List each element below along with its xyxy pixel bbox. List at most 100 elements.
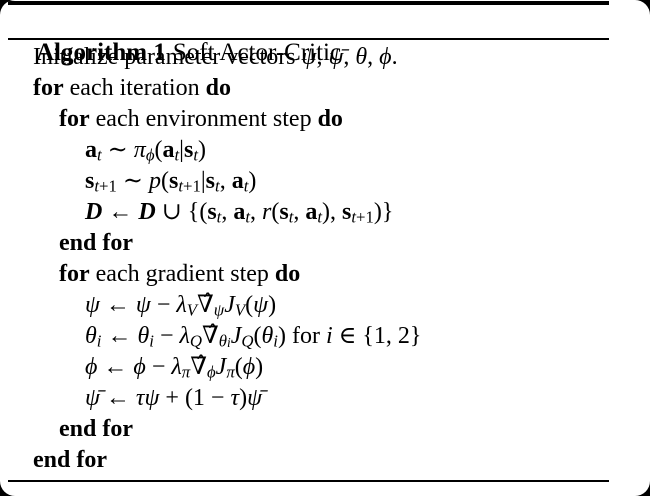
algorithm-token: π — [181, 362, 191, 382]
algorithm-token: s — [279, 199, 289, 225]
algorithm-token: V — [234, 300, 246, 320]
algorithm-token: | — [200, 168, 206, 194]
algorithm-token: ) — [239, 385, 248, 411]
algorithm-token: ( — [271, 199, 280, 225]
algorithm-token: ϕ — [145, 145, 155, 165]
algorithm-token: s — [168, 168, 179, 194]
algorithm-token: each gradient step — [89, 261, 275, 287]
algorithm-token: ∼ — [116, 168, 149, 194]
top-rule — [8, 1, 609, 5]
algorithm-token: t — [215, 176, 220, 196]
algorithm-line-9: ψ ← ψ − λV∇̂ψJV(ψ) — [0, 290, 650, 321]
algorithm-line-3: for each environment step do — [0, 104, 650, 135]
algorithm-token: s — [207, 199, 217, 225]
algorithm-token: ∪ {( — [155, 199, 208, 225]
algorithm-token: θ — [137, 323, 150, 349]
algorithm-token: s — [342, 199, 352, 225]
algorithm-token: t — [317, 207, 323, 227]
algorithm-caption-title: Soft Actor-Critic — [172, 39, 342, 66]
algorithm-token: ) — [268, 292, 277, 318]
algorithm-token: ϕ — [379, 44, 392, 70]
algorithm-token: ← — [102, 199, 139, 225]
algorithm-token: ← — [101, 323, 138, 349]
algorithm-token: λ — [171, 354, 182, 380]
algorithm-token: λ — [176, 292, 187, 318]
algorithm-token: )} — [373, 199, 394, 225]
algorithm-line-8: for each gradient step do — [0, 259, 650, 290]
algorithm-token: θ — [85, 323, 97, 349]
algorithm-token: ϕ — [85, 354, 98, 380]
algorithm-token: i — [273, 331, 278, 351]
algorithm-token: a — [233, 199, 246, 225]
algorithm-token: J — [230, 323, 242, 349]
algorithm-token: ← — [99, 385, 136, 411]
algorithm-token: , — [367, 44, 380, 70]
algorithm-token: D — [138, 199, 156, 225]
algorithm-token: do — [317, 106, 343, 132]
algorithm-token: ψ̄ — [328, 44, 344, 70]
algorithm-token: +1 — [99, 176, 117, 196]
algorithm-line-11: ϕ ← ϕ − λπ∇̂ϕJπ(ϕ) — [0, 352, 650, 383]
algorithm-token: ϕ — [133, 354, 146, 380]
algorithm-token: s — [183, 137, 194, 163]
algorithm-token: ( — [253, 323, 262, 349]
algorithm-token: ϕ — [242, 354, 256, 380]
algorithm-token: ψ — [301, 44, 317, 70]
algorithm-token: Q — [241, 331, 254, 351]
algorithm-token: end for — [33, 447, 107, 473]
algorithm-token: J — [215, 354, 227, 380]
algorithm-token: +1 — [356, 207, 374, 227]
algorithm-token: ) — [255, 354, 264, 380]
algorithm-token: a — [231, 168, 244, 194]
algorithm-token: t — [351, 207, 357, 227]
algorithm-body: Initialize parameter vectors ψ, ψ̄, θ, ϕ… — [0, 42, 650, 476]
algorithm-token: ( — [245, 292, 254, 318]
algorithm-token: ) for — [277, 323, 326, 349]
algorithm-token: θ — [355, 44, 368, 70]
algorithm-token: θ — [261, 323, 274, 349]
algorithm-caption-label: Algorithm 1 — [36, 39, 166, 66]
algorithm-token: τ — [230, 385, 240, 411]
algorithm-token: ψ̄ — [85, 385, 100, 411]
algorithm-token: ), — [322, 199, 343, 225]
algorithm-token: π — [226, 362, 235, 382]
algorithm-line-2: for each iteration do — [0, 73, 650, 104]
algorithm-token: , — [250, 199, 262, 225]
algorithm-token: − — [145, 354, 172, 380]
algorithm-token: t — [245, 207, 250, 227]
algorithm-token: do — [205, 75, 231, 101]
algorithm-line-4: at ∼ πϕ(at|st) — [0, 135, 650, 166]
algorithm-token: end for — [59, 230, 133, 256]
algorithm-token: ) — [198, 137, 206, 163]
algorithm-token: + (1 − — [159, 385, 231, 411]
algorithm-token: ( — [160, 168, 169, 194]
algorithm-token: a — [305, 199, 318, 225]
algorithm-token: a — [85, 137, 97, 163]
algorithm-token: ∼ — [101, 137, 134, 163]
algorithm-token: − — [153, 323, 180, 349]
algorithm-token: ψ — [213, 300, 225, 320]
algorithm-token: Initialize parameter vectors — [33, 44, 302, 70]
algorithm-token: θ — [218, 331, 228, 351]
algorithm-token: t — [216, 207, 222, 227]
algorithm-token: do — [274, 261, 301, 287]
algorithm-token: , — [219, 168, 232, 194]
algorithm-token: . — [391, 44, 398, 70]
algorithm-token: V — [186, 300, 198, 320]
algorithm-token: i — [325, 323, 333, 349]
algorithm-token: ϕ — [206, 362, 216, 382]
algorithm-token: a — [162, 137, 175, 163]
algorithm-token: ψ̄ — [247, 385, 262, 411]
bottom-rule — [8, 480, 609, 482]
algorithm-token: ψ — [85, 292, 100, 318]
algorithm-token: t — [288, 207, 294, 227]
algorithm-token: i — [227, 334, 231, 350]
algorithm-token: for — [33, 75, 64, 101]
algorithm-token: t — [243, 176, 249, 196]
algorithm-line-1: Initialize parameter vectors ψ, ψ̄, θ, ϕ… — [0, 42, 650, 73]
algorithm-token: ← — [97, 354, 134, 380]
algorithm-token: ∇̂ — [197, 292, 214, 318]
algorithm-line-6: D ← D ∪ {(st, at, r(st, at), st+1)} — [0, 197, 650, 228]
